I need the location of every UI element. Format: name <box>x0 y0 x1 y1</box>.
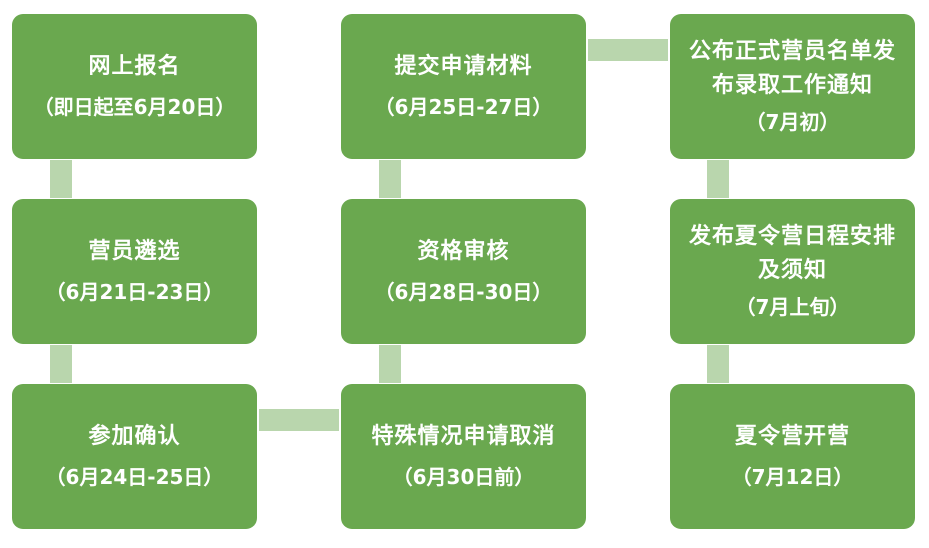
step-title: 提交申请材料 <box>394 53 533 79</box>
step-title: 资格审核 <box>417 238 510 264</box>
step-camp-opening: 夏令营开营 （7月12日） <box>670 384 915 529</box>
step-title: 公布正式营员名单发布录取工作通知 <box>688 38 896 98</box>
step-date: （6月25日-27日） <box>374 94 553 119</box>
step-title: 特殊情况申请取消 <box>371 423 556 449</box>
connector-c1-r1-r2 <box>50 160 72 198</box>
step-title: 夏令营开营 <box>734 423 850 449</box>
step-eligibility-review: 资格审核 （6月28日-30日） <box>341 199 586 344</box>
connector-c1-r2-r3 <box>50 345 72 383</box>
connector-c2-r2-r1 <box>379 160 401 198</box>
step-title: 发布夏令营日程安排及须知 <box>688 223 896 283</box>
step-date: （6月30日前） <box>392 464 535 489</box>
step-title: 网上报名 <box>88 53 181 79</box>
step-confirm-participation: 参加确认 （6月24日-25日） <box>12 384 257 529</box>
step-date: （6月24日-25日） <box>45 464 224 489</box>
step-date: （即日起至6月20日） <box>33 94 236 119</box>
step-date: （7月上旬） <box>735 294 850 319</box>
connector-c3-r1-r2 <box>707 160 729 198</box>
connector-c2-r3-r2 <box>379 345 401 383</box>
connector-r3-c1-c2 <box>259 409 339 431</box>
step-date: （7月12日） <box>731 464 854 489</box>
step-date: （7月初） <box>745 109 840 134</box>
step-title: 参加确认 <box>88 423 181 449</box>
step-title: 营员遴选 <box>88 238 181 264</box>
step-selection: 营员遴选 （6月21日-23日） <box>12 199 257 344</box>
step-submit-materials: 提交申请材料 （6月25日-27日） <box>341 14 586 159</box>
step-online-registration: 网上报名 （即日起至6月20日） <box>12 14 257 159</box>
step-special-cancellation: 特殊情况申请取消 （6月30日前） <box>341 384 586 529</box>
connector-r1-c2-c3 <box>588 39 668 61</box>
step-publish-schedule: 发布夏令营日程安排及须知 （7月上旬） <box>670 199 915 344</box>
step-publish-list: 公布正式营员名单发布录取工作通知 （7月初） <box>670 14 915 159</box>
step-date: （6月28日-30日） <box>374 279 553 304</box>
step-date: （6月21日-23日） <box>45 279 224 304</box>
connector-c3-r2-r3 <box>707 345 729 383</box>
